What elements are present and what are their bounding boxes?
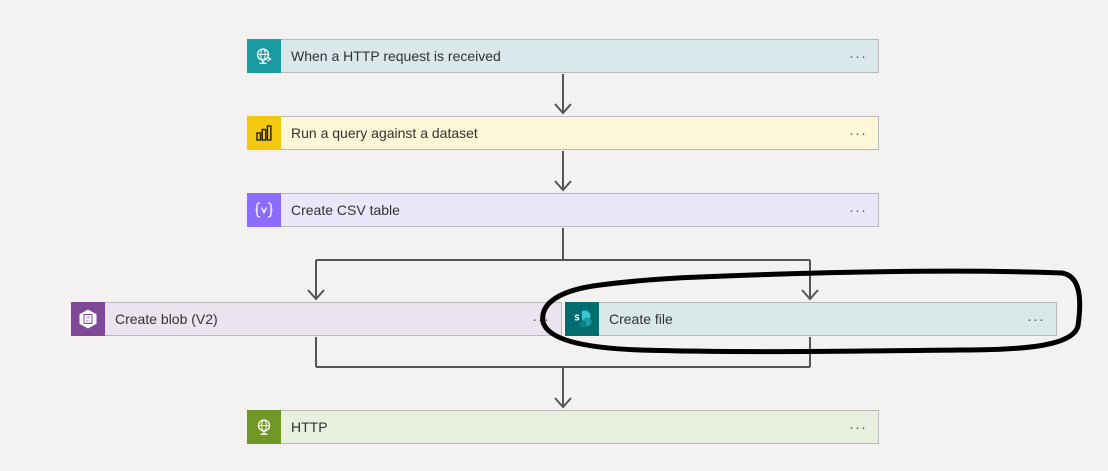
action-card-run-query[interactable]: Run a query against a dataset ··· — [247, 116, 879, 150]
more-options-button[interactable]: ··· — [849, 124, 867, 142]
svg-text:S: S — [574, 314, 580, 323]
http-globe-icon — [257, 419, 271, 435]
more-options-button[interactable]: ··· — [849, 47, 867, 65]
action-title: HTTP — [291, 419, 328, 435]
card-icon-box — [247, 116, 281, 150]
more-options-button[interactable]: ··· — [849, 418, 867, 436]
more-options-button[interactable]: ··· — [1027, 310, 1045, 328]
card-icon-box — [247, 39, 281, 73]
globe-request-icon — [256, 48, 272, 64]
card-icon-box: S — [565, 302, 599, 336]
more-options-button[interactable]: ··· — [532, 310, 550, 328]
action-title: Run a query against a dataset — [291, 125, 478, 141]
action-card-http[interactable]: HTTP ··· — [247, 410, 879, 444]
action-title: Create CSV table — [291, 202, 400, 218]
blob-storage-icon: 10 01 — [79, 309, 97, 329]
svg-text:01: 01 — [86, 319, 91, 323]
action-card-create-csv-table[interactable]: Create CSV table ··· — [247, 193, 879, 227]
action-title: When a HTTP request is received — [291, 48, 501, 64]
action-title: Create file — [609, 311, 673, 327]
arrow-down-icon — [554, 180, 572, 192]
card-icon-box — [247, 193, 281, 227]
card-icon-box — [247, 410, 281, 444]
action-card-create-blob[interactable]: 10 01 Create blob (V2) ··· — [71, 302, 562, 336]
data-operations-icon — [255, 202, 273, 218]
sharepoint-icon: S — [572, 310, 592, 328]
card-icon-box: 10 01 — [71, 302, 105, 336]
power-bi-icon — [256, 125, 272, 141]
svg-text:10: 10 — [86, 316, 91, 320]
arrow-down-icon — [307, 289, 325, 301]
action-title: Create blob (V2) — [115, 311, 218, 327]
action-card-http-trigger[interactable]: When a HTTP request is received ··· — [247, 39, 879, 73]
action-card-create-file[interactable]: S Create file ··· — [565, 302, 1057, 336]
arrow-down-icon — [554, 103, 572, 115]
more-options-button[interactable]: ··· — [849, 201, 867, 219]
arrow-down-icon — [554, 397, 572, 409]
